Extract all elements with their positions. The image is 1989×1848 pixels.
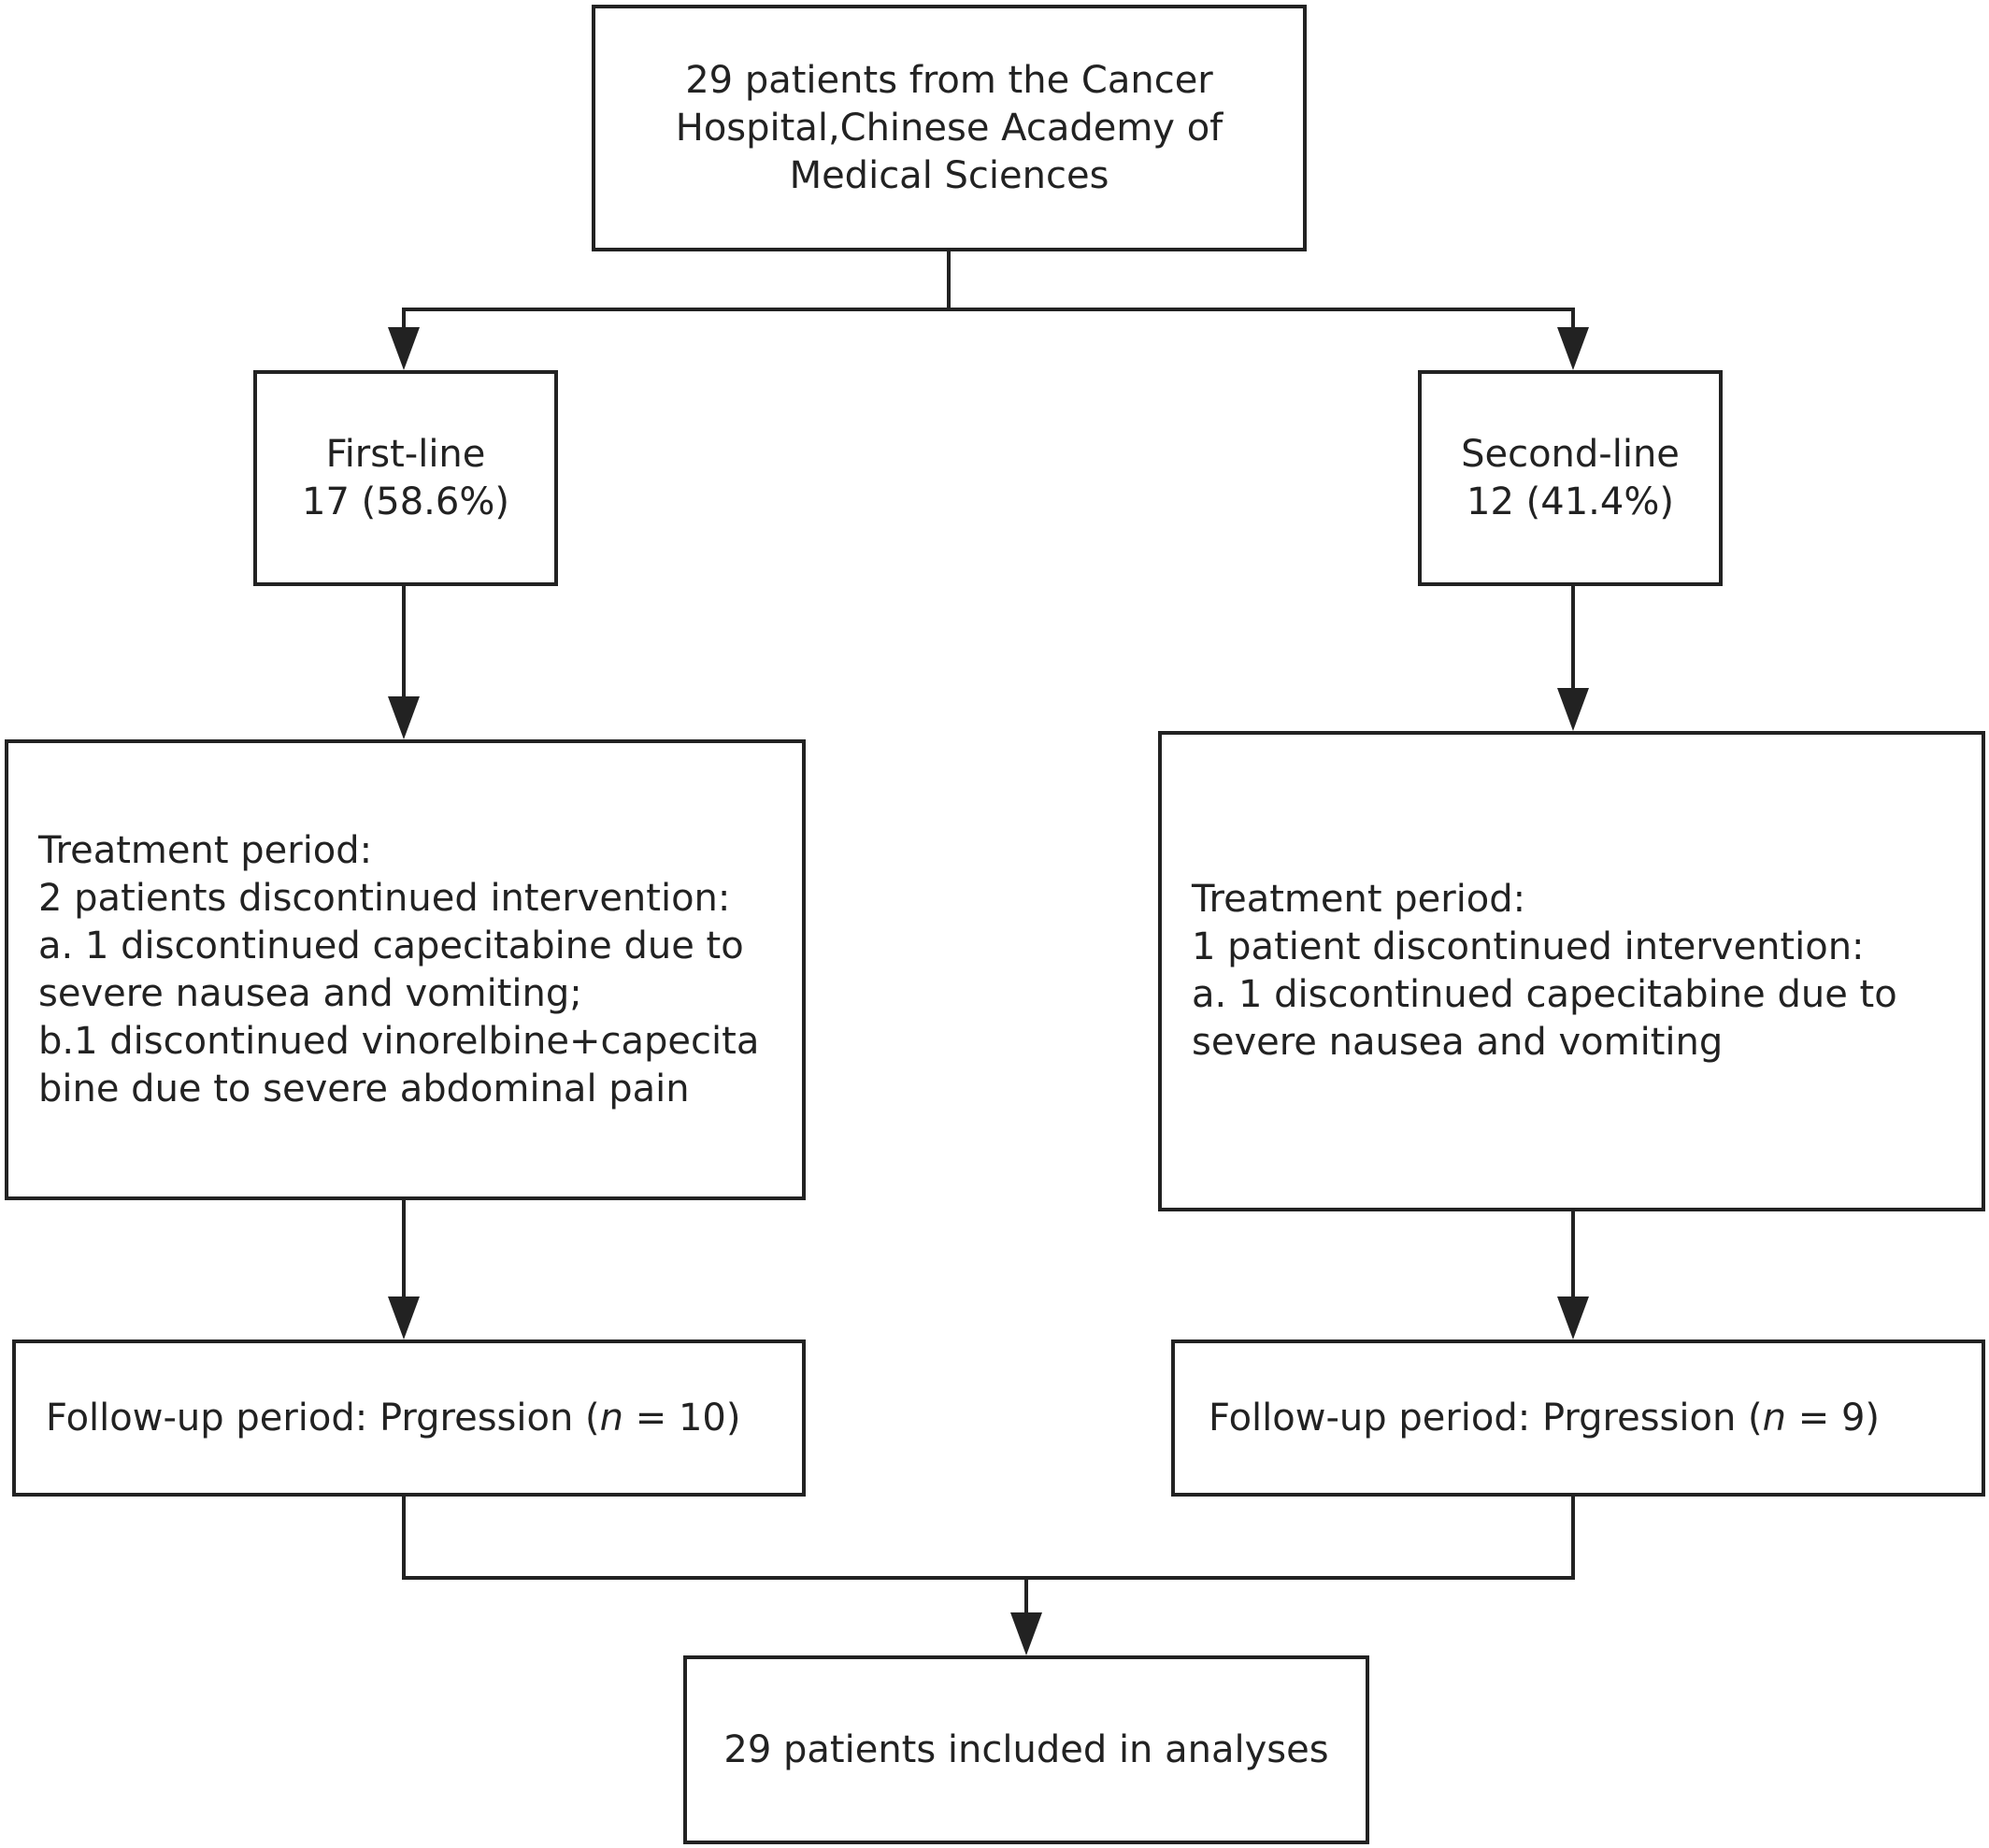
followup-second-n-symbol: n [1762, 1396, 1786, 1440]
treatment-second-line-1: Treatment period: [1192, 878, 1526, 921]
treatment-first-line-2: 2 patients discontinued intervention: [38, 876, 731, 920]
followup-second-suffix: = 9) [1786, 1396, 1880, 1440]
followup-second-line-box: Follow-up period: Prgression (n = 9) [1171, 1339, 1985, 1497]
arrowhead-treatment-first [388, 696, 420, 739]
arrowhead-analysis [1010, 1612, 1042, 1655]
treatment-first-line-3: a. 1 discontinued capecitabine due to [38, 924, 744, 967]
second-line-label: Second-line [1461, 432, 1680, 476]
treatment-second-line-2: 1 patient discontinued intervention: [1192, 925, 1865, 968]
source-line-2: Hospital,Chinese Academy of [675, 106, 1223, 150]
first-line-label: First-line [325, 432, 486, 476]
source-population-box: 29 patients from the Cancer Hospital,Chi… [592, 5, 1307, 251]
treatment-first-line-5: b.1 discontinued vinorelbine+capecita [38, 1019, 760, 1063]
treatment-period-second-line-box: Treatment period: 1 patient discontinued… [1158, 731, 1985, 1211]
followup-first-text: Follow-up period: Prgression (n = 10) [46, 1395, 740, 1442]
analysis-box: 29 patients included in analyses [683, 1655, 1369, 1844]
followup-first-suffix: = 10) [623, 1396, 741, 1440]
source-line-1: 29 patients from the Cancer [685, 58, 1213, 102]
second-line-box: Second-line 12 (41.4%) [1418, 370, 1723, 586]
arrowhead-treatment-second [1557, 688, 1589, 731]
connector-source-split [404, 251, 1573, 311]
treatment-second-line-3: a. 1 discontinued capecitabine due to [1192, 973, 1897, 1016]
treatment-first-line-4: severe nausea and vomiting; [38, 971, 582, 1015]
treatment-second-line-4: severe nausea and vomiting [1192, 1021, 1724, 1064]
arrowhead-followup-first [388, 1296, 420, 1339]
second-line-count: 12 (41.4%) [1467, 480, 1674, 523]
analysis-text: 29 patients included in analyses [723, 1727, 1329, 1771]
followup-first-line-box: Follow-up period: Prgression (n = 10) [12, 1339, 806, 1497]
source-line-3: Medical Sciences [789, 153, 1109, 197]
followup-second-prefix: Follow-up period: Prgression ( [1209, 1396, 1763, 1440]
arrowhead-second-line [1557, 327, 1589, 370]
connector-merge [402, 1497, 1575, 1612]
arrowhead-followup-second [1557, 1296, 1589, 1339]
treatment-first-line-6: bine due to severe abdominal pain [38, 1067, 690, 1110]
treatment-first-line-1: Treatment period: [38, 828, 373, 872]
first-line-box: First-line 17 (58.6%) [253, 370, 558, 586]
followup-first-prefix: Follow-up period: Prgression ( [46, 1396, 600, 1440]
first-line-count: 17 (58.6%) [302, 480, 509, 523]
followup-first-n-symbol: n [599, 1396, 623, 1440]
arrowhead-first-line [388, 327, 420, 370]
treatment-period-first-line-box: Treatment period: 2 patients discontinue… [5, 739, 806, 1200]
followup-second-text: Follow-up period: Prgression (n = 9) [1209, 1395, 1880, 1442]
